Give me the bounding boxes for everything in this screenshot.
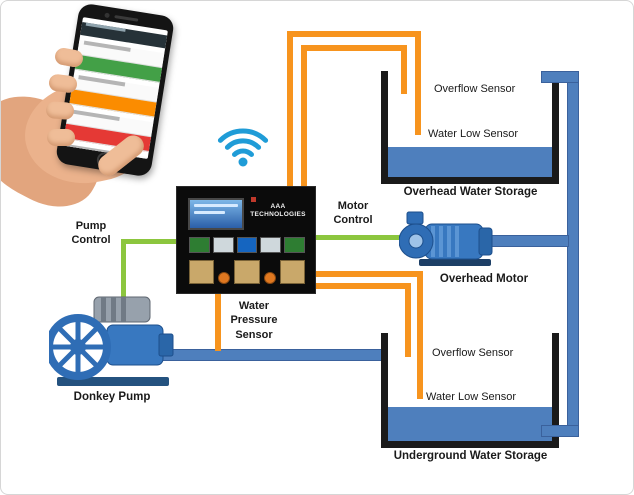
wire-pump-control-run (121, 239, 176, 244)
donkey-pump-caption: Donkey Pump (73, 391, 151, 403)
finger (47, 129, 75, 146)
donkey-pump-illustration (49, 296, 174, 386)
controller-components (189, 237, 305, 253)
finger (45, 101, 75, 120)
wire-overhead-overflow-riser (301, 45, 307, 188)
wire-pump-control-drop (121, 239, 126, 309)
phone-camera (104, 12, 110, 19)
underground-water-tank: Overflow Sensor Water Low Sensor (381, 333, 559, 448)
wire-overhead-waterlow-run (287, 31, 421, 37)
underground-overflow-sensor-label: Overflow Sensor (432, 347, 514, 359)
pipe-elbow-overhead-tank (541, 71, 579, 83)
wire-underground-waterlow-drop (417, 271, 423, 399)
wire-underground-overflow-drop (405, 283, 411, 357)
overhead-water-tank: Overflow Sensor Water Low Sensor (381, 71, 559, 184)
wire-overhead-waterlow-riser (287, 31, 293, 188)
controller-unit: AAA TECHNOLOGIES (176, 186, 316, 294)
wire-water-pressure-sensor (215, 294, 221, 351)
overhead-water-low-sensor-label: Water Low Sensor (428, 128, 519, 140)
controller-brand-label: AAA TECHNOLOGIES (250, 203, 306, 219)
overhead-motor-caption: Overhead Motor (439, 273, 529, 285)
phone-screen (62, 17, 168, 159)
underground-water-low-sensor-label: Water Low Sensor (426, 391, 517, 403)
phone-speaker (114, 15, 139, 22)
controller-relays (189, 260, 305, 284)
wire-motor-control (316, 235, 409, 240)
wire-underground-waterlow-run (316, 271, 423, 277)
smartphone-in-hand (1, 2, 204, 223)
overhead-overflow-sensor-label: Overflow Sensor (434, 83, 516, 95)
motor-control-label: Motor Control (333, 200, 373, 227)
controller-lcd (188, 198, 244, 230)
wire-underground-overflow-run (316, 283, 411, 289)
overhead-tank-water (388, 147, 552, 177)
pump-control-label: Pump Control (71, 220, 111, 247)
pipe-right-vertical (567, 71, 579, 437)
wire-overhead-overflow-drop (401, 45, 407, 94)
underground-tank-caption: Underground Water Storage (393, 450, 548, 462)
wire-overhead-waterlow-drop (415, 31, 421, 135)
pipe-pump-to-underground-tank (149, 349, 385, 361)
pipe-elbow-underground-tank (541, 425, 579, 437)
water-pressure-sensor-label: Water Pressure Sensor (230, 300, 278, 341)
brand-logo-dot (251, 197, 256, 202)
overhead-tank-caption: Overhead Water Storage (403, 186, 538, 198)
finger (48, 73, 78, 94)
underground-tank-water (388, 407, 552, 441)
pipe-motor-to-riser (489, 235, 569, 247)
wifi-icon (217, 128, 269, 167)
wire-overhead-overflow-run (301, 45, 407, 51)
overhead-motor-illustration (399, 211, 493, 266)
